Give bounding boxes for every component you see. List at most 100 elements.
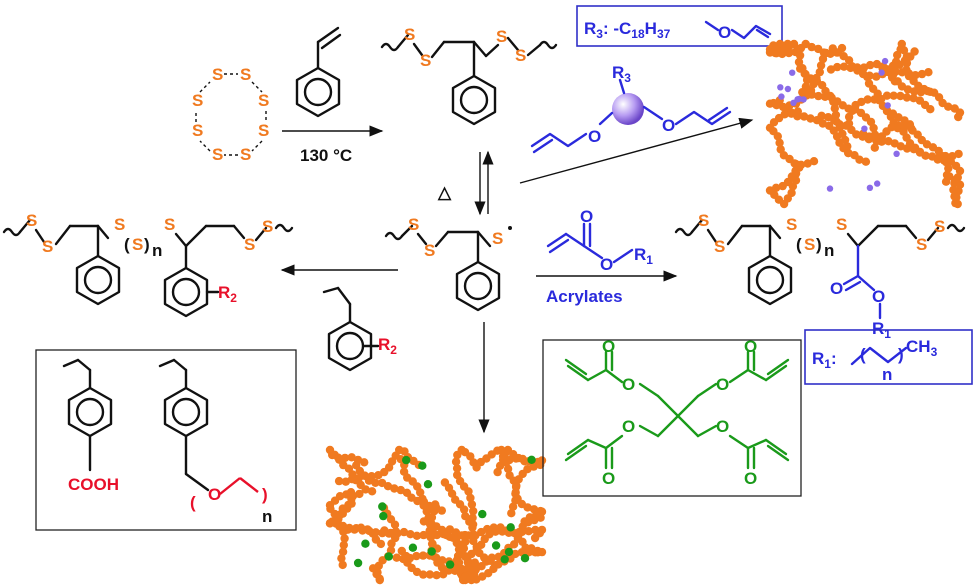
right-copolymer: S S S ( S ) n S S S O O R1 <box>674 211 966 341</box>
crosslink-node <box>402 455 411 465</box>
network-bead <box>911 71 920 80</box>
acrylate-monomer: O O R1 <box>546 207 653 274</box>
network-bead <box>537 525 547 535</box>
svg-text:O: O <box>600 255 613 274</box>
s8-atom: S <box>212 145 223 164</box>
network-bead <box>406 530 415 539</box>
network-bead <box>793 107 802 116</box>
network-bead <box>952 193 961 202</box>
crosslink-node <box>789 69 796 76</box>
svg-text:R2: R2 <box>378 335 397 357</box>
network-bead <box>869 123 878 133</box>
svg-text:S: S <box>515 46 526 65</box>
svg-text:O: O <box>622 417 635 436</box>
r3-definition: R3: -C18H37 O <box>584 19 772 42</box>
arrow-allyl-network <box>519 117 754 184</box>
network-bead <box>821 48 831 58</box>
network-bead <box>367 487 377 496</box>
network-bead <box>425 501 434 511</box>
s8-atom: S <box>192 121 203 140</box>
network-bead <box>536 513 545 522</box>
network-bead <box>950 104 959 113</box>
network-bead <box>893 121 903 130</box>
network-bead <box>455 540 465 549</box>
network-bead <box>424 513 433 523</box>
svg-text:): ) <box>898 345 904 364</box>
network-bead <box>437 563 447 572</box>
network-bead <box>511 454 521 463</box>
network-bead <box>518 454 527 464</box>
network-bead <box>511 482 521 492</box>
left-copolymer: S S S ( S ) n S S S R2 <box>2 211 294 318</box>
network-bead <box>910 47 919 56</box>
svg-text:S: S <box>916 235 927 254</box>
network-bead <box>900 122 909 131</box>
network-bead <box>844 148 853 158</box>
network-bead <box>335 492 345 501</box>
network-bead <box>853 63 862 72</box>
network-bead <box>338 547 348 556</box>
network-bead <box>872 59 882 69</box>
network-bead <box>361 485 370 494</box>
network-bead <box>371 478 380 487</box>
network-bead <box>432 530 442 540</box>
acrylates-label: Acrylates <box>546 287 623 306</box>
network-bead <box>814 91 823 101</box>
network-bead <box>917 69 927 79</box>
network-bead <box>898 68 907 77</box>
network-bead <box>855 155 864 164</box>
allyl-network-illustration <box>765 39 965 209</box>
network-bead <box>787 109 796 118</box>
network-bead <box>491 561 500 570</box>
svg-text:S: S <box>836 215 847 234</box>
network-bead <box>498 527 507 536</box>
network-bead <box>374 471 383 480</box>
network-bead <box>392 553 401 562</box>
network-bead <box>861 157 871 166</box>
crosslink-node <box>826 185 834 192</box>
crosslink-node <box>506 523 515 532</box>
network-bead <box>870 95 879 104</box>
top-polymer: S S S S <box>380 25 558 126</box>
svg-text:S: S <box>424 241 435 260</box>
network-bead <box>426 530 435 539</box>
network-bead <box>530 515 539 525</box>
network-bead <box>503 464 513 474</box>
network-bead <box>794 44 803 54</box>
network-bead <box>803 159 812 168</box>
svg-text:S: S <box>804 235 815 254</box>
network-bead <box>363 525 372 534</box>
network-bead <box>896 91 905 101</box>
network-bead <box>940 156 949 165</box>
network-bead <box>882 91 892 100</box>
svg-text:R3: R3 <box>612 63 631 85</box>
network-bead <box>380 526 389 535</box>
network-bead <box>816 61 826 70</box>
svg-text:S: S <box>786 215 797 234</box>
svg-text:R1: R1 <box>872 319 891 341</box>
s8-atom: S <box>258 121 269 140</box>
crosslink-node <box>527 455 536 464</box>
network-bead <box>863 95 872 104</box>
r1-definition-box <box>804 329 973 385</box>
network-bead <box>469 506 478 516</box>
svg-text:n: n <box>824 241 834 260</box>
crosslink-node <box>881 57 889 65</box>
network-bead <box>350 525 359 534</box>
network-bead <box>355 489 364 499</box>
svg-text:S: S <box>408 215 419 234</box>
crosslink-node <box>800 96 807 103</box>
network-bead <box>399 467 409 476</box>
network-bead <box>839 62 849 71</box>
network-bead <box>493 467 502 477</box>
network-bead <box>778 102 788 112</box>
network-bead <box>765 48 775 57</box>
s8-atom: S <box>258 91 269 110</box>
network-bead <box>772 101 781 110</box>
svg-text:R3: -C18H37: R3: -C18H37 <box>584 19 671 41</box>
svg-text:S: S <box>164 215 175 234</box>
svg-text:O: O <box>830 279 843 298</box>
network-bead <box>890 77 900 86</box>
crosslink-node <box>878 69 885 76</box>
network-bead <box>412 551 421 561</box>
